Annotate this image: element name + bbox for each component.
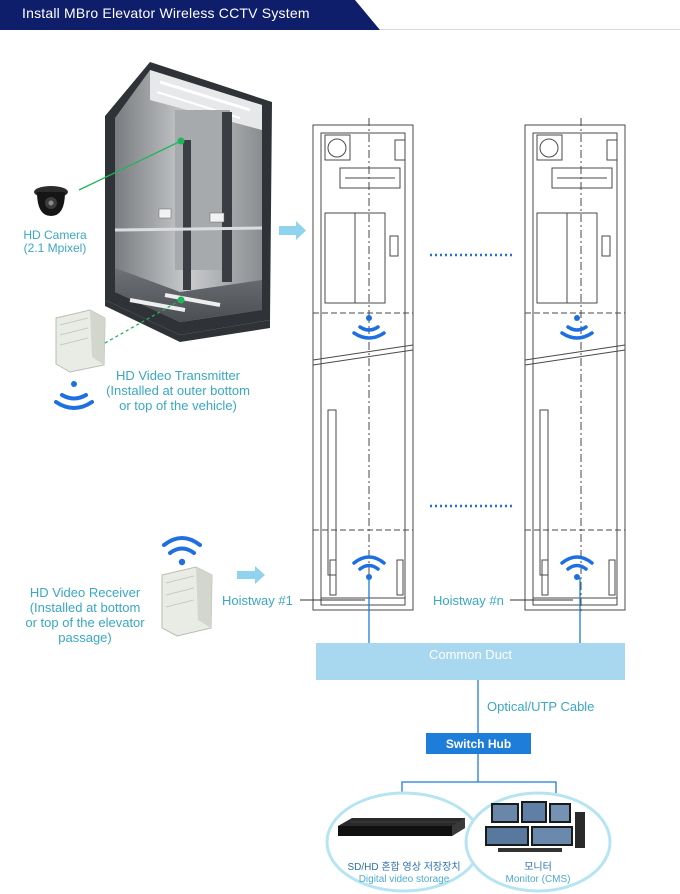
- optical-cable-label: Optical/UTP Cable: [487, 699, 595, 714]
- header-banner: [0, 0, 380, 30]
- transmitter-device-icon: [55, 309, 106, 373]
- header-rule: [380, 29, 680, 30]
- camera-pointer: [78, 140, 182, 191]
- transmitter-label: HD Video Transmitter (Installed at outer…: [106, 368, 250, 413]
- monitor-caption: 모니터 Monitor (CMS): [488, 862, 588, 886]
- wifi-icon-transmitter: [54, 381, 94, 410]
- hoistway-1-drawing: [312, 118, 414, 612]
- wifi-icon-hoistway-1-pit: [352, 555, 386, 580]
- arrow-receiver-to-hoistway: [237, 566, 265, 584]
- storage-caption: SD/HD 혼합 영상 저장장치 Digital video storage: [334, 862, 474, 886]
- dvr-recorder-icon: [338, 818, 465, 836]
- camera-label: HD Camera (2.1 Mpixel): [23, 228, 87, 255]
- common-duct-label: Common Duct: [428, 647, 513, 662]
- storage-title: SD/HD 혼합 영상 저장장치: [347, 862, 461, 873]
- wifi-icon-receiver: [162, 536, 202, 566]
- wifi-icon-hoistway-n-car: [560, 315, 594, 340]
- hoistway-n-label: Hoistway #n: [433, 593, 504, 608]
- arrow-cabin-to-hoistway: [279, 221, 306, 240]
- wifi-icon-hoistway-1-car: [352, 315, 386, 340]
- elevator-cabin: [105, 62, 272, 342]
- hoistway-1-label: Hoistway #1: [222, 593, 293, 608]
- monitor-title: 모니터: [524, 862, 552, 873]
- page-title: Install MBro Elevator Wireless CCTV Syst…: [22, 5, 310, 21]
- dome-camera-icon: [34, 186, 68, 216]
- transmitter-pointer: [104, 299, 182, 344]
- common-duct: [316, 643, 625, 680]
- monitor-subtitle: Monitor (CMS): [505, 874, 571, 885]
- receiver-device-icon: [161, 566, 213, 637]
- switch-hub-label: Switch Hub: [445, 737, 512, 751]
- storage-subtitle: Digital video storage: [358, 874, 450, 885]
- switch-hub: [426, 733, 531, 754]
- wifi-icon-hoistway-n-pit: [560, 555, 594, 580]
- hoistway-n-drawing: [524, 117, 626, 613]
- hub-distribution-line: [401, 781, 557, 793]
- receiver-label: HD Video Receiver (Installed at bottom o…: [25, 585, 145, 645]
- cms-monitors-icon: [485, 801, 585, 852]
